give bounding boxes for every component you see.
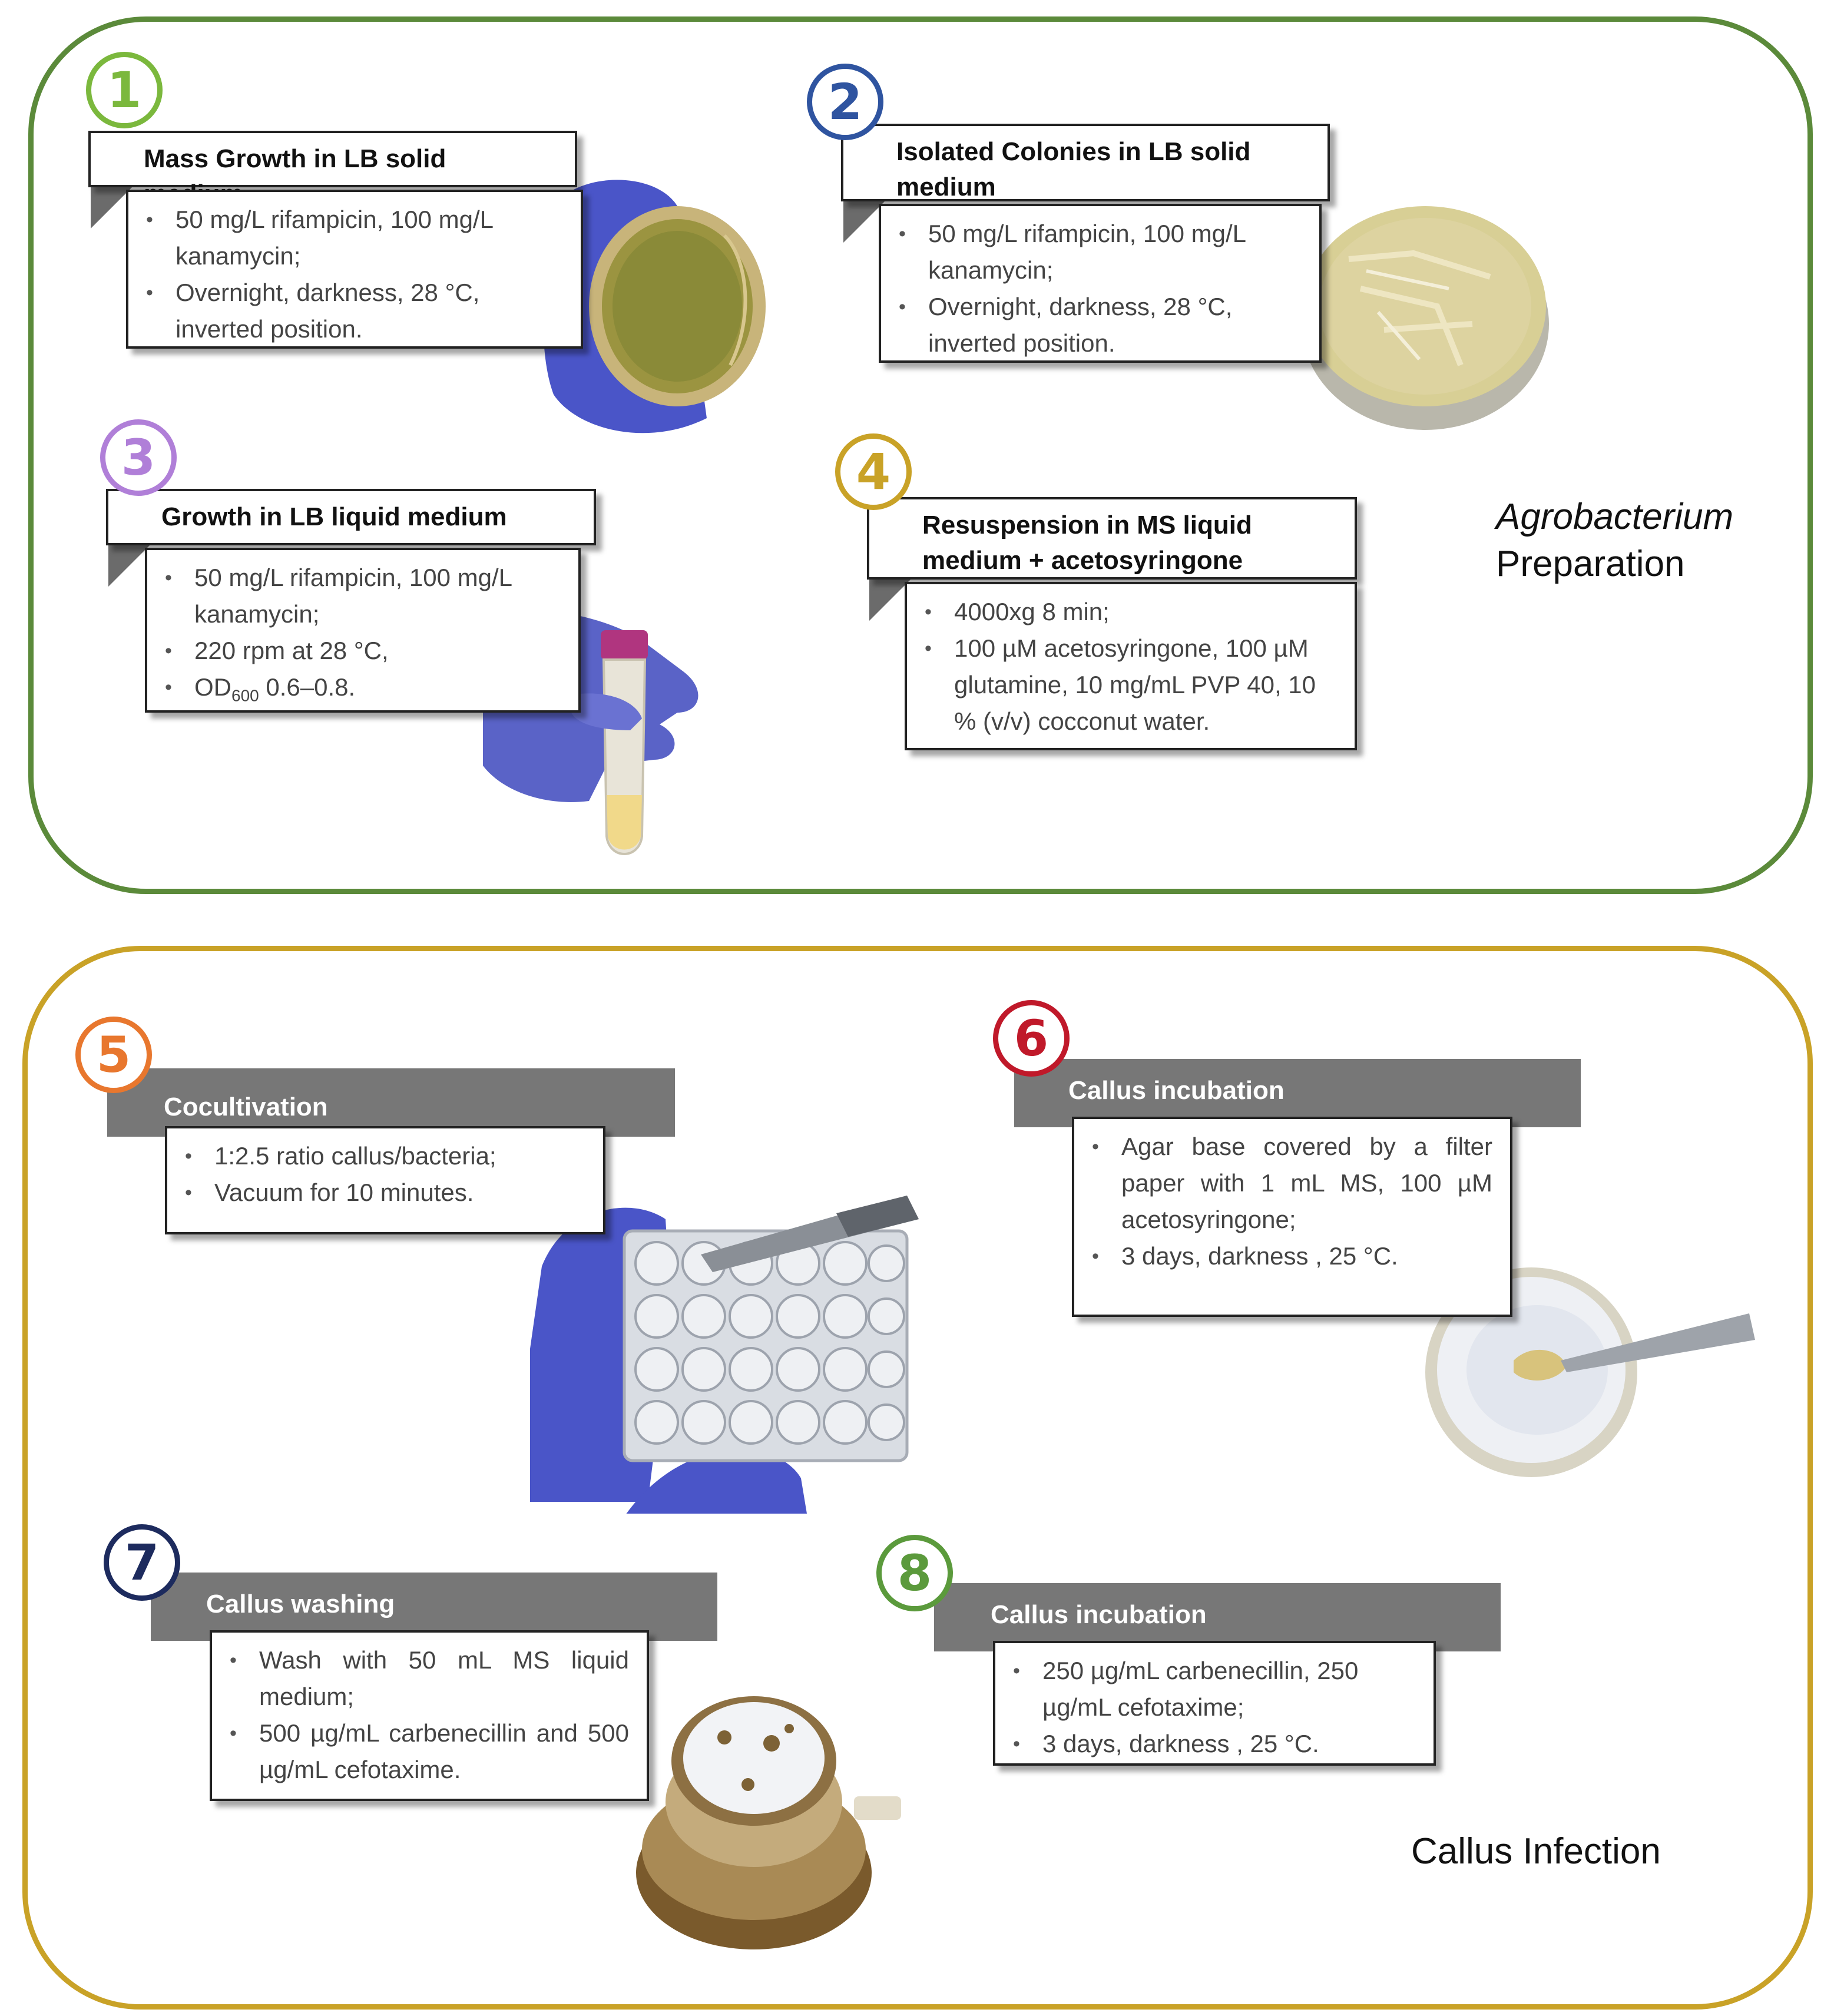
detail-bullet: Overnight, darkness, 28 °C, inverted pos… <box>899 289 1302 362</box>
step-number-badge: 6 <box>993 1000 1070 1077</box>
step-title: Cocultivation <box>107 1068 675 1137</box>
ribbon-fold <box>108 545 150 587</box>
detail-bullet: Wash with 50 mL MS liquid medium; <box>230 1642 629 1715</box>
step-number-badge: 2 <box>807 64 883 140</box>
detail-bullet: Overnight, darkness, 28 °C, inverted pos… <box>146 274 563 347</box>
step-title: Isolated Colonies in LB solid medium <box>841 124 1330 201</box>
ribbon-fold <box>91 187 132 229</box>
callus-incubation-plate-illustration <box>1425 1267 1755 1477</box>
detail-bullet: Vacuum for 10 minutes. <box>185 1174 585 1211</box>
detail-bullet: 3 days, darkness , 25 °C. <box>1013 1726 1416 1762</box>
callus-infection-label: Callus Infection <box>1411 1831 1661 1872</box>
step-number-badge: 4 <box>835 433 912 510</box>
detail-bullet: 100 µM acetosyringone, 100 µM glutamine,… <box>925 630 1337 740</box>
step-number-badge: 8 <box>876 1535 953 1611</box>
step-details: 50 mg/L rifampicin, 100 mg/L kanamycin; … <box>879 204 1322 363</box>
detail-bullet: Agar base covered by a filter paper with… <box>1092 1128 1492 1238</box>
step-details: Wash with 50 mL MS liquid medium; 500 µg… <box>210 1630 649 1801</box>
detail-bullet: 1:2.5 ratio callus/bacteria; <box>185 1138 585 1174</box>
detail-bullet: OD600 0.6–0.8. <box>165 669 561 706</box>
detail-bullet: 4000xg 8 min; <box>925 594 1337 630</box>
detail-bullet: 220 rpm at 28 °C, <box>165 633 561 669</box>
panel-label-italic: Agrobacterium <box>1496 496 1734 537</box>
step-details: Agar base covered by a filter paper with… <box>1072 1117 1512 1317</box>
step-title: Mass Growth in LB solid medium <box>88 131 577 208</box>
step-details: 4000xg 8 min; 100 µM acetosyringone, 100… <box>905 582 1357 750</box>
detail-bullet: 500 µg/mL carbenecillin and 500 µg/mL ce… <box>230 1715 629 1788</box>
od-subscript: 600 <box>231 686 259 705</box>
step-number-badge: 1 <box>86 52 163 128</box>
step-details: 50 mg/L rifampicin, 100 mg/L kanamycin; … <box>126 190 583 349</box>
detail-bullet: 50 mg/L rifampicin, 100 mg/L kanamycin; <box>146 201 563 274</box>
od-label: OD <box>194 673 231 701</box>
step-title: Callus incubation <box>1014 1059 1581 1127</box>
step-title: Resuspension in MS liquid medium + aceto… <box>867 497 1357 580</box>
step-number-badge: 7 <box>104 1524 180 1601</box>
cocultivation-well-plate-illustration <box>530 1196 919 1514</box>
step-number-badge: 3 <box>100 419 177 496</box>
detail-bullet: 250 µg/mL carbenecillin, 250 µg/mL cefot… <box>1013 1653 1416 1726</box>
agrobacterium-preparation-label: Agrobacterium Preparation <box>1496 494 1733 588</box>
detail-bullet: 3 days, darkness , 25 °C. <box>1092 1238 1492 1275</box>
step-title: Callus washing <box>151 1573 717 1641</box>
ribbon-fold <box>843 201 885 243</box>
detail-bullet: 50 mg/L rifampicin, 100 mg/L kanamycin; <box>899 216 1302 289</box>
step-details: 50 mg/L rifampicin, 100 mg/L kanamycin; … <box>145 548 581 713</box>
callus-washing-filter-unit-illustration <box>636 1696 901 1949</box>
step-title: Callus incubation <box>934 1583 1501 1651</box>
step-title: Growth in LB liquid medium <box>106 489 596 545</box>
od-range: 0.6–0.8. <box>259 673 356 701</box>
isolated-colonies-plate-illustration <box>1302 206 1549 430</box>
ribbon-fold <box>869 580 911 621</box>
step-number-badge: 5 <box>75 1017 152 1093</box>
detail-bullet: 50 mg/L rifampicin, 100 mg/L kanamycin; <box>165 560 561 633</box>
step-details: 250 µg/mL carbenecillin, 250 µg/mL cefot… <box>993 1641 1436 1766</box>
panel-label-plain: Preparation <box>1496 544 1685 584</box>
step-details: 1:2.5 ratio callus/bacteria; Vacuum for … <box>165 1126 605 1234</box>
